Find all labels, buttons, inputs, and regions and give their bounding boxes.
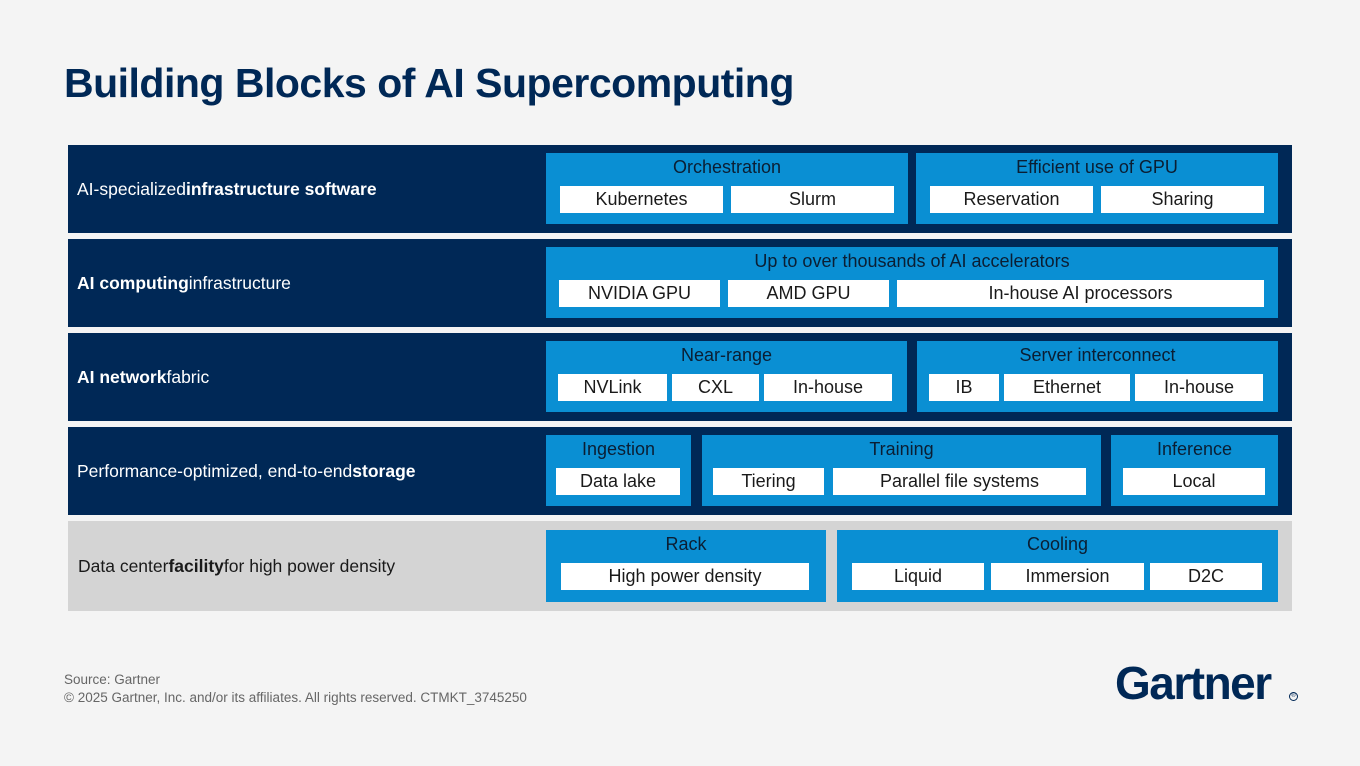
group-title: Inference [1156,439,1233,459]
row-computing-infrastructure: AI computing infrastructure Up to over t… [68,239,1292,327]
group-title: Near-range [680,345,773,365]
cell-ethernet: Ethernet [1004,374,1130,401]
group-server-interconnect: Server interconnect IB Ethernet In-house [917,341,1278,412]
group-efficient-gpu: Efficient use of GPU Reservation Sharing [916,153,1278,224]
cell-nvidia-gpu: NVIDIA GPU [559,280,720,307]
group-ingestion: Ingestion Data lake [546,435,691,506]
row-label: AI network fabric [77,366,210,387]
cell-kubernetes: Kubernetes [560,186,723,213]
row-label: Data center facility for high power dens… [78,555,396,576]
group-rack: Rack High power density [546,530,826,602]
group-orchestration: Orchestration Kubernetes Slurm [546,153,908,224]
cell-inhouse-server: In-house [1135,374,1263,401]
row-label: Performance-optimized, end-to-end storag… [77,460,416,481]
cell-immersion: Immersion [991,563,1144,590]
cell-reservation: Reservation [930,186,1093,213]
group-ai-accelerators: Up to over thousands of AI accelerators … [546,247,1278,318]
group-cooling: Cooling Liquid Immersion D2C [837,530,1278,602]
row-network-fabric: AI network fabric Near-range NVLink CXL … [68,333,1292,421]
registered-mark-icon: ® [1289,692,1298,701]
cell-data-lake: Data lake [556,468,680,495]
group-title: Ingestion [581,439,656,459]
row-label: AI-specialized infrastructure software [77,178,377,199]
cell-cxl: CXL [672,374,759,401]
row-storage: Performance-optimized, end-to-end storag… [68,427,1292,515]
cell-parallel-file-systems: Parallel file systems [833,468,1086,495]
cell-slurm: Slurm [731,186,894,213]
copyright-note: © 2025 Gartner, Inc. and/or its affiliat… [64,690,527,705]
cell-nvlink: NVLink [558,374,667,401]
group-title: Orchestration [672,157,782,177]
cell-high-power-density: High power density [561,563,809,590]
row-infrastructure-software: AI-specialized infrastructure software O… [68,145,1292,233]
cell-inhouse-near: In-house [764,374,892,401]
cell-local: Local [1123,468,1265,495]
page-title: Building Blocks of AI Supercomputing [64,60,794,106]
row-label: AI computing infrastructure [77,272,291,293]
group-near-range: Near-range NVLink CXL In-house [546,341,907,412]
cell-ib: IB [929,374,999,401]
gartner-logo: Gartner [1115,657,1272,709]
cell-liquid: Liquid [852,563,984,590]
group-inference: Inference Local [1111,435,1278,506]
group-title: Training [869,439,934,459]
cell-d2c: D2C [1150,563,1262,590]
group-title: Up to over thousands of AI accelerators [754,251,1070,271]
row-facility: Data center facility for high power dens… [68,521,1292,611]
cell-tiering: Tiering [713,468,824,495]
cell-inhouse-ai-processors: In-house AI processors [897,280,1264,307]
group-training: Training Tiering Parallel file systems [702,435,1101,506]
cell-sharing: Sharing [1101,186,1264,213]
group-title: Cooling [1026,534,1089,554]
group-title: Server interconnect [1019,345,1176,365]
source-note: Source: Gartner [64,672,161,687]
group-title: Efficient use of GPU [1016,157,1178,177]
group-title: Rack [665,534,707,554]
cell-amd-gpu: AMD GPU [728,280,889,307]
